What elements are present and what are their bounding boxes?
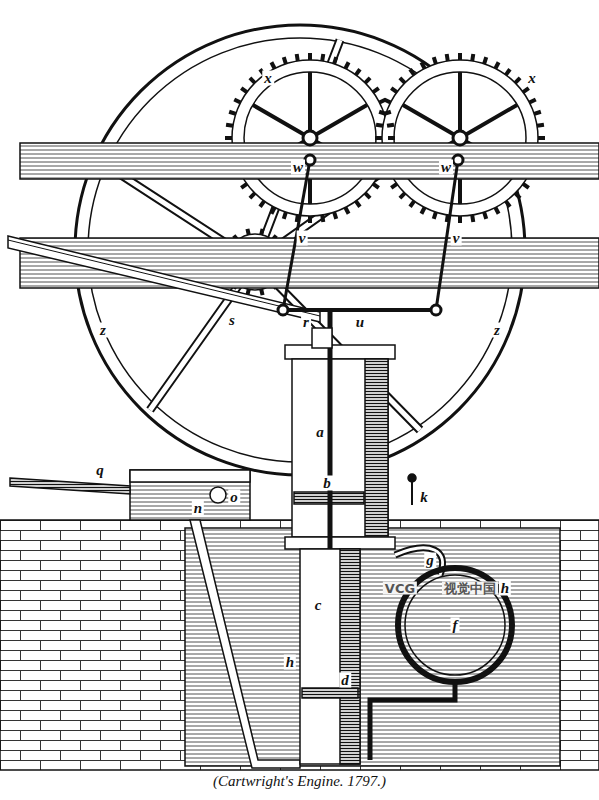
gear-tooth [529, 99, 535, 102]
gear-tooth [523, 184, 529, 188]
gear-tooth [356, 201, 360, 207]
gear-tooth [495, 62, 498, 68]
gear-tooth [515, 78, 520, 83]
gear-tooth [226, 125, 233, 126]
part-letter: x [526, 71, 538, 86]
gear-tooth [447, 54, 448, 61]
gear-tooth [391, 88, 397, 92]
part-letter: f [451, 618, 460, 633]
gear-tooth [322, 215, 323, 222]
part-letter: u [354, 315, 366, 330]
gear-tooth [334, 57, 336, 64]
gear-tooth [345, 207, 348, 213]
part-letter: h [499, 581, 511, 596]
cylinder [285, 310, 416, 764]
gear-tooth [373, 184, 379, 188]
gear-tooth [261, 289, 262, 295]
gear-tooth [284, 57, 286, 64]
gear-tooth [373, 88, 379, 92]
caption: (Cartwright's Engine. 1797.) [0, 773, 599, 790]
gear-tooth [379, 112, 386, 114]
part-letter: d [339, 673, 351, 688]
frame-beams [8, 143, 599, 322]
gear-tooth [472, 54, 473, 61]
gear-tooth [421, 62, 424, 68]
gear-tooth [365, 78, 370, 83]
gear-tooth [308, 216, 312, 223]
gear-tooth [384, 99, 390, 102]
part-letter: v [451, 231, 462, 246]
gear-tooth [308, 53, 312, 60]
gear-tooth [229, 112, 236, 114]
part-letter: w [439, 160, 453, 175]
gear-tooth [538, 136, 545, 140]
gear-tooth [387, 125, 394, 126]
gear-tooth [376, 125, 383, 126]
part-letter: v [297, 231, 308, 246]
gear-tooth [225, 136, 232, 140]
gear-tooth [234, 99, 240, 102]
gear-tooth [345, 62, 348, 68]
gear-tooth [334, 212, 336, 219]
gear-tooth [506, 69, 510, 75]
gear-tooth [241, 184, 247, 188]
gear-tooth [388, 136, 395, 140]
gear-tooth [375, 136, 382, 140]
gear-tooth [271, 207, 274, 213]
gear-tooth [534, 112, 541, 114]
part-letter: s [227, 313, 237, 328]
gear-tooth [495, 207, 498, 213]
gear-tooth [472, 215, 473, 222]
part-letter: k [418, 490, 430, 505]
gear-tooth [391, 184, 397, 188]
gear-tooth [322, 54, 323, 61]
gear-tooth [297, 54, 298, 61]
gear-tooth [356, 69, 360, 75]
gear-tooth [523, 88, 529, 92]
gear-tooth [400, 78, 405, 83]
part-letter: q [94, 463, 106, 478]
part-letter: n [192, 501, 204, 516]
part-letter: b [321, 476, 333, 491]
part-letter: w [291, 160, 305, 175]
crank-links [278, 131, 467, 315]
part-letter: a [314, 425, 326, 440]
part-letter: c [313, 598, 324, 613]
watermark: 视觉中国 [442, 582, 498, 595]
gear-tooth [400, 193, 405, 198]
gear-tooth [241, 88, 247, 92]
gear-tooth [434, 57, 436, 64]
part-letter: o [228, 490, 240, 505]
gear-tooth [284, 212, 286, 219]
part-letter: z [492, 323, 502, 338]
gear-tooth [271, 62, 274, 68]
gear-tooth [365, 193, 370, 198]
gear-tooth [410, 201, 414, 207]
gear-tooth [250, 193, 255, 198]
gear-tooth [421, 207, 424, 213]
gear-tooth [484, 57, 486, 64]
gear-tooth [261, 229, 262, 235]
gear-tooth [537, 125, 544, 126]
part-letter: g [424, 553, 436, 568]
part-letter: z [98, 323, 108, 338]
gear-tooth [410, 69, 414, 75]
part-letter: r [301, 315, 311, 330]
watermark: VCG [383, 582, 417, 595]
gear-tooth [250, 78, 255, 83]
gear-tooth [434, 212, 436, 219]
gear-tooth [484, 212, 486, 219]
part-letter: h [284, 655, 296, 670]
gear-tooth [506, 201, 510, 207]
gear-tooth [515, 193, 520, 198]
gear-tooth [458, 53, 462, 60]
gear-tooth [260, 201, 264, 207]
gear-tooth [458, 216, 462, 223]
condenser-sphere [370, 548, 512, 760]
gear-tooth [247, 229, 248, 235]
part-letter: x [262, 71, 274, 86]
